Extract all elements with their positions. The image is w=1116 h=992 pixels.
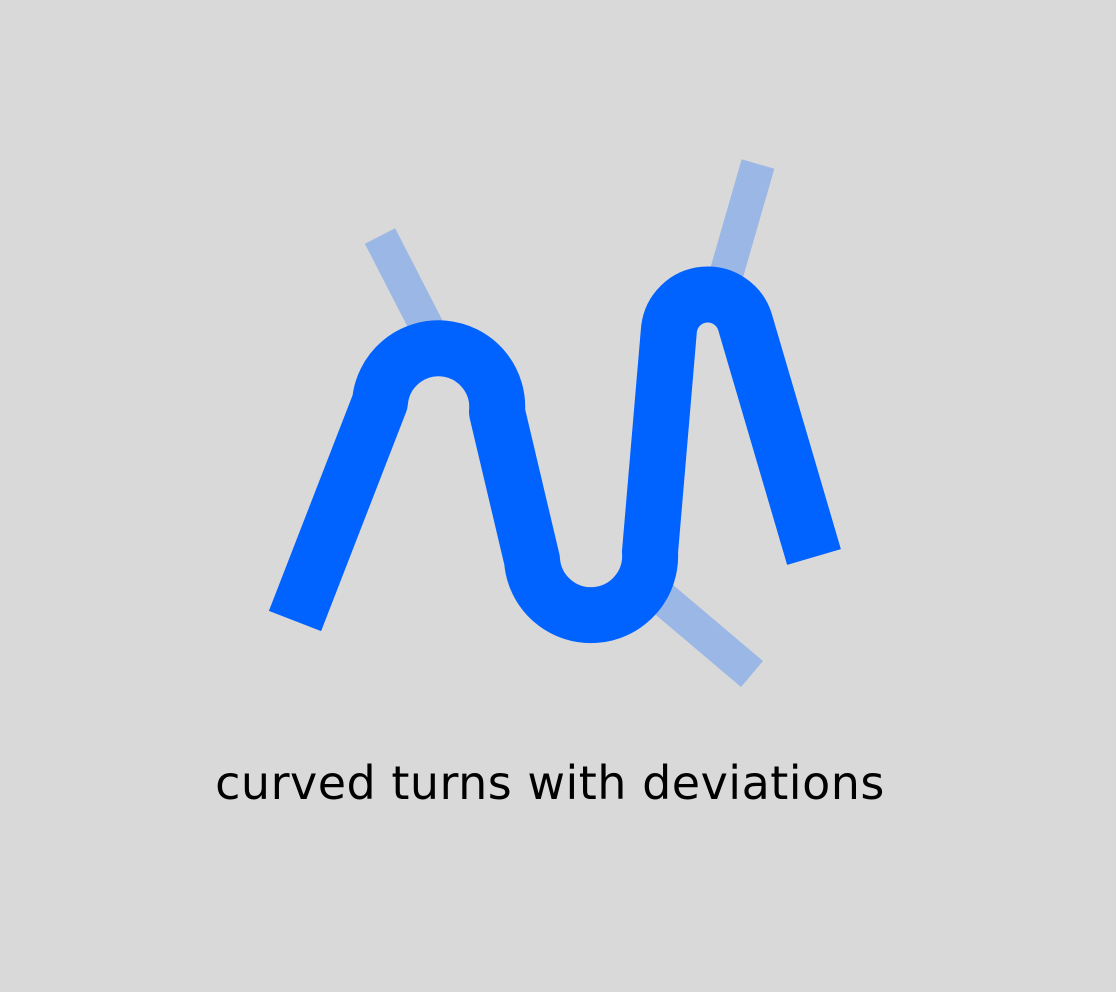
deviation-segment-top-right <box>707 159 775 287</box>
diagram-caption: curved turns with deviations <box>215 756 885 810</box>
main-curved-path <box>268 266 841 644</box>
